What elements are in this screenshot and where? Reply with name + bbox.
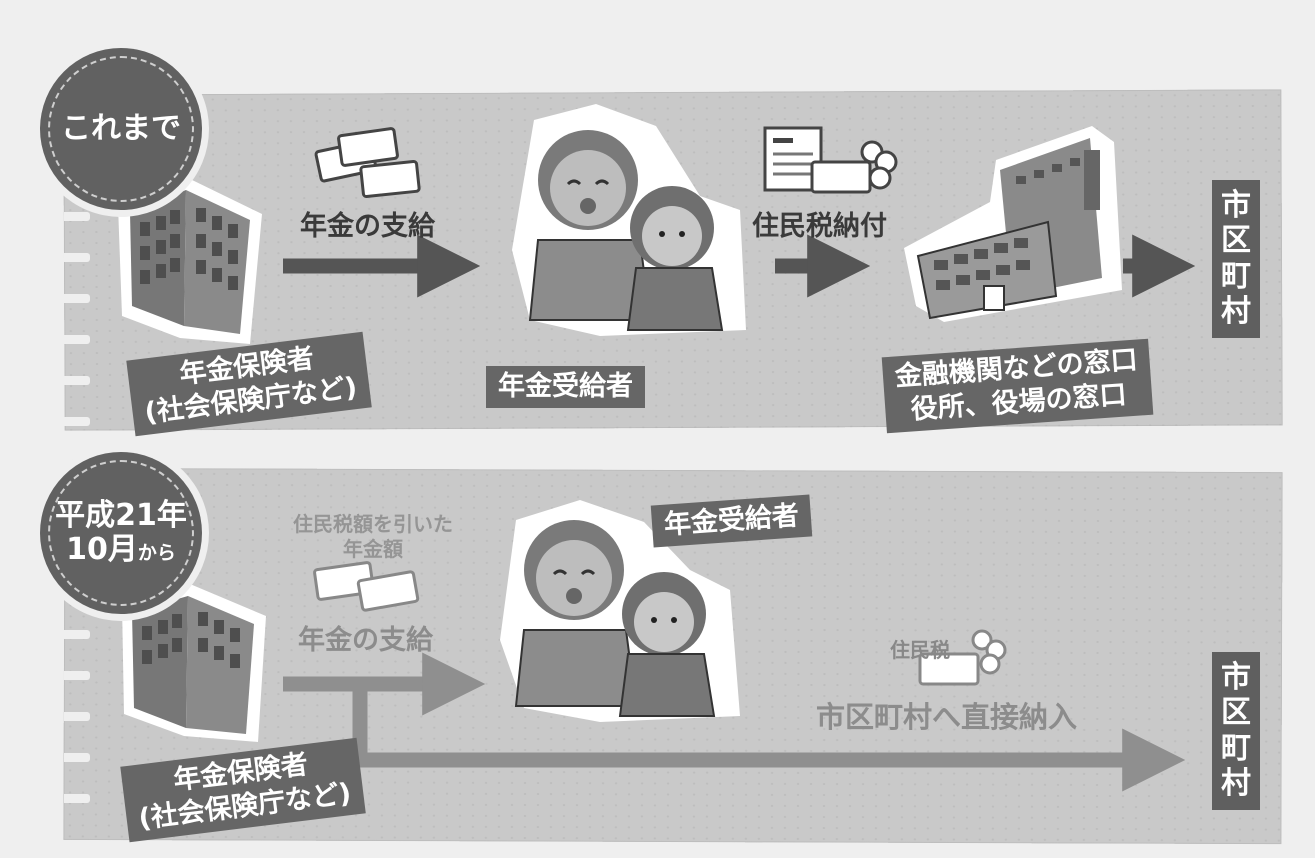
pension-insurer-building-icon (118, 178, 262, 344)
municipality-char: 市 (1221, 188, 1251, 223)
coins-and-bill-icon (810, 140, 898, 194)
flow-label-tax-payment: 住民税納付 (752, 211, 887, 242)
torn-edge-holes (64, 630, 90, 835)
badge-after-line1: 平成21年 (55, 497, 187, 533)
municipality-char: 村 (1221, 294, 1251, 330)
flow-label-pension-payment: 年金の支給 (300, 211, 435, 242)
label-resident-tax: 住民税 (890, 638, 950, 662)
pension-insurer-building-icon-after (122, 584, 266, 742)
elderly-couple-icon (512, 104, 746, 336)
note-line1: 住民税額を引いた (293, 512, 453, 536)
municipality-char: 村 (1221, 766, 1251, 802)
banknotes-icon-after (313, 561, 420, 612)
note-line2: 年金額 (343, 537, 403, 561)
label-municipality-before: 市 区 町 村 (1212, 180, 1260, 338)
badge-after-month: 10月 (66, 532, 138, 567)
badge-before-text: これまで (61, 110, 181, 146)
banknotes-icon (314, 127, 421, 199)
municipality-char: 町 (1221, 730, 1251, 766)
label-pension-recipient: 年金受給者 (486, 366, 645, 408)
flow-label-pension-payment-after: 年金の支給 (298, 625, 433, 656)
municipality-char: 市 (1221, 660, 1251, 695)
coins-and-bill-icon-after (918, 629, 1007, 686)
badge-before: これまで (40, 48, 202, 210)
bank-office-building-icon (904, 126, 1122, 322)
municipality-char: 町 (1221, 258, 1251, 294)
badge-after-line2: 10月から (55, 532, 187, 568)
municipality-char: 区 (1221, 695, 1251, 731)
elderly-couple-icon-after (500, 500, 740, 722)
note-pension-after-tax: 住民税額を引いた 年金額 (270, 512, 476, 562)
municipality-char: 区 (1221, 223, 1251, 259)
torn-edge-holes (64, 212, 90, 458)
split-flow-arrows (283, 652, 1186, 792)
badge-after-from: から (137, 542, 176, 564)
label-municipality-after: 市 区 町 村 (1212, 652, 1260, 810)
badge-after: 平成21年 10月から (40, 452, 202, 614)
label-direct-payment: 市区町村へ直接納入 (816, 700, 1078, 734)
